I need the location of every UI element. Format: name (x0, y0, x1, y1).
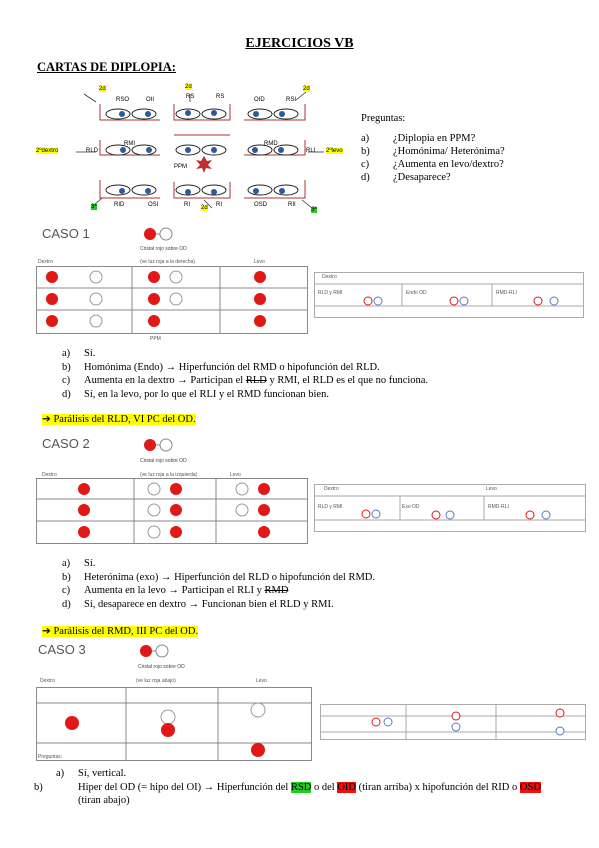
page-title: EJERCICIOS VB (245, 36, 354, 51)
label-rii: RII (288, 202, 296, 208)
tag-bottom-mid: 2d (201, 205, 208, 211)
case2-heading: CASO 2 (42, 436, 90, 451)
label-oid: OID (254, 97, 265, 103)
tag-right: 2ºlevo (326, 148, 343, 154)
case3-glass-label: Cristal rojo sobre OD (138, 664, 185, 670)
case1-answers: a)Sí. b)Homónima (Endo) → Hiperfunción d… (62, 348, 429, 400)
case1-side-cell-3: RMD-RLI (496, 290, 517, 296)
explosion-icon (196, 156, 212, 173)
case3-glass-icon (140, 644, 169, 658)
case1-heading: CASO 1 (42, 226, 90, 241)
case1-side-cell-1: RLD y RMI (318, 290, 343, 296)
label-rs2: RS (216, 94, 225, 100)
tag-left: 2ºdextro (36, 148, 59, 154)
label-ri-left: RI (184, 202, 190, 208)
section-subtitle: CARTAS DE DIPLOPIA: (37, 60, 176, 74)
label-rmi: RMI (124, 141, 135, 147)
diplopia-chart (76, 91, 324, 209)
tag-bottom-right: 3ª (311, 207, 317, 213)
label-ppm: PPM (174, 164, 188, 170)
case1-table (36, 266, 308, 334)
case1-glass-label: Cristal rojo sobre OD (140, 246, 187, 252)
case3-col-mid: (ve luz roja abajo) (136, 678, 176, 684)
case3-table (36, 687, 312, 761)
case1-col-levo: Levo (254, 259, 265, 265)
label-osi: OSI (148, 202, 159, 208)
label-oii: OII (146, 97, 155, 103)
case2-glass-icon (144, 438, 173, 452)
case3-answers: a)Sí, vertical. b)Hiper del OD (= hipo d… (34, 768, 541, 806)
case1-side-table (314, 272, 584, 318)
eye-icon (105, 108, 299, 196)
case3-heading: CASO 3 (38, 642, 86, 657)
case2-side-cell-1: RLD y RMI (318, 504, 343, 510)
case2-col-levo: Levo (230, 472, 241, 478)
case2-side-cell-3: RMD-RLI (488, 504, 509, 510)
label-osd: OSD (254, 202, 268, 208)
case1-col-dextro: Dextro (38, 259, 53, 265)
label-rli: RLI (306, 148, 316, 154)
case1-conclusion: ➔ Parálisis del RLD, VI PC del OD. (42, 414, 196, 425)
label-rs: RS (186, 94, 195, 100)
case1-col-mid: (ve luz roja a la derecha) (140, 259, 196, 265)
case2-table (36, 478, 308, 544)
tag-top-left: 2d (99, 86, 106, 92)
case3-col-levo: Levo (256, 678, 267, 684)
label-rsi: RSI (286, 97, 297, 103)
case3-bottom-label: Preguntas: (38, 754, 63, 760)
questions-heading: Preguntas: (361, 113, 406, 124)
label-rso: RSO (116, 97, 130, 103)
case2-glass-label: Cristal rojo sobre OD (140, 458, 187, 464)
case3-side-table (320, 704, 586, 740)
label-rid: RID (114, 202, 125, 208)
case2-col-dextro: Dextro (42, 472, 57, 478)
tag-top-right: 2d (303, 86, 310, 92)
arrow-right-icon: ➔ (42, 414, 54, 425)
questions-list: a)¿Diplopia en PPM? b)¿Homónima/ Heterón… (361, 133, 505, 183)
case2-answers: a)Sí. b)Heterónima (exo) → Hiperfunción … (62, 558, 376, 610)
case3-col-dextro: Dextro (40, 678, 55, 684)
arrow-right-icon: ➔ (42, 626, 54, 637)
tag-bottom-left: 3ª (91, 204, 97, 210)
case2-side-header-levo: Levo (486, 486, 497, 492)
label-rmd: RMD (264, 141, 278, 147)
case1-glass-icon (144, 227, 173, 241)
case2-conclusion: ➔ Parálisis del RMD, III PC del OD. (42, 626, 199, 637)
case2-col-mid: (ve luz roja a la izquierda) (140, 472, 198, 478)
tag-top-mid: 2d (185, 84, 192, 90)
label-ri-right: RI (216, 202, 222, 208)
case1-side-cell-2: Endo OD (406, 290, 427, 296)
case1-ppm-label: PPM (150, 336, 161, 342)
case2-side-cell-2: Exo OD (402, 504, 420, 510)
case2-side-header-dextro: Dextro (324, 486, 339, 492)
label-rld: RLD (86, 148, 99, 154)
case1-side-header: Dextro (322, 274, 337, 280)
case2-side-table (314, 484, 586, 532)
